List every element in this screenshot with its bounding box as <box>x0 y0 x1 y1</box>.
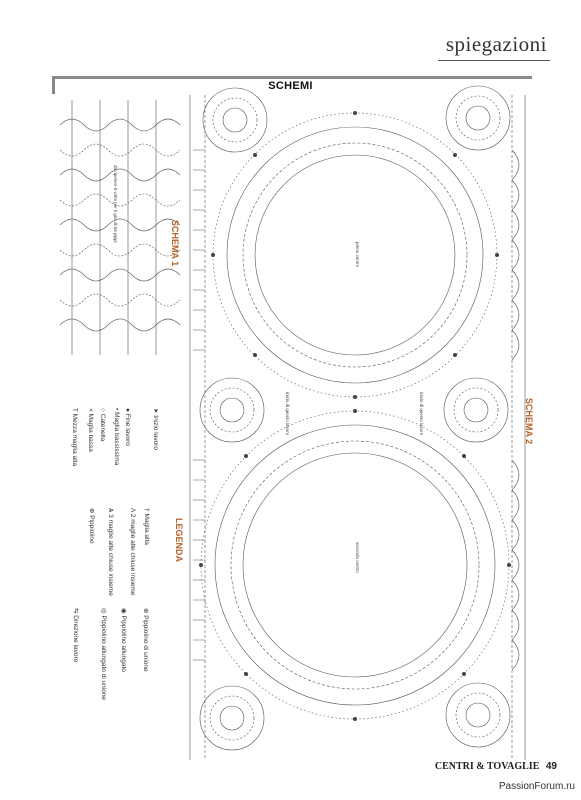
first-centre-label: primo centro <box>355 242 360 268</box>
long-joining-picot-icon: ◎ <box>100 608 107 614</box>
dc2tog-icon: Λ <box>129 508 136 512</box>
section-title: spiegazioni <box>445 32 547 56</box>
legend-title: LEGENDA <box>174 518 184 563</box>
slip-stitch-icon: • <box>113 408 120 411</box>
schema1-label: SCHEMA 1 <box>170 220 180 267</box>
joining-picot-icon: ⊕ <box>142 608 149 614</box>
motif-middle-left <box>199 377 265 443</box>
legend-item: × Maglia bassa <box>87 408 94 452</box>
legend-item: ⊕ Pippiolino <box>88 508 95 544</box>
single-crochet-icon: × <box>87 408 94 412</box>
legend-item: ○ Catenella <box>99 408 106 442</box>
legend-item: • Maglia bassissima <box>113 408 120 466</box>
schema2-label: SCHEMA 2 <box>524 398 534 445</box>
magazine-name: CENTRI & TOVAGLIE <box>434 761 540 772</box>
schemes-title: SCHEMI <box>268 80 313 92</box>
repeat-note: da ripetere 8 volte per il giro di 56 pi… <box>113 165 118 243</box>
picot-icon: ⊕ <box>88 508 95 514</box>
motif-top-left <box>202 87 268 153</box>
footer: CENTRI & TOVAGLIE 49 <box>435 761 557 772</box>
chain-icon: ○ <box>99 408 106 412</box>
legend-item: T Mezza maglia alta <box>71 408 78 467</box>
legend-item: Λ 2 maglie alte chiuse insieme <box>129 508 136 596</box>
picot-dots <box>199 111 511 721</box>
watermark: PassionForum.ru <box>498 781 575 792</box>
frame-left-rule <box>52 76 55 94</box>
double-crochet-icon: † <box>143 508 150 512</box>
legend-item: ◉ Pippiolino allungato <box>120 608 127 672</box>
start-arrow-icon: ➤ <box>152 408 159 414</box>
page-number: 49 <box>545 761 557 772</box>
end-dot-icon: ● <box>124 408 131 412</box>
header-rule <box>438 60 550 61</box>
motif-middle-right <box>443 377 509 443</box>
legend-item: ● Fine lavoro <box>124 408 131 446</box>
start-note-left: inizio di questo lavoro <box>285 392 290 436</box>
start-note-right: inizio di questo lavoro <box>419 392 424 436</box>
legend-item: ⇆ Direzione lavoro <box>72 608 79 663</box>
half-double-icon: T <box>71 408 78 412</box>
dc3tog-icon: Ѧ <box>107 508 114 513</box>
motif-bottom-left <box>199 685 265 751</box>
legend-item: Ѧ 3 maglie alte chiuse insieme <box>107 508 114 596</box>
motif-bottom-right <box>445 682 511 748</box>
legend-item: ➤ Inizio lavoro <box>152 408 159 450</box>
second-centre-label: secondo centro <box>355 542 360 573</box>
direction-arrows-icon: ⇆ <box>72 608 79 614</box>
frame-top-rule <box>52 76 532 79</box>
motif-top-right <box>445 85 511 151</box>
legend-item: ◎ Pippiolino allungato di unione <box>100 608 107 701</box>
legend-item: ⊕ Pippiolino di unione <box>142 608 149 672</box>
schema1-strip <box>59 100 181 355</box>
legend-item: † Maglia alta <box>143 508 150 545</box>
long-picot-icon: ◉ <box>120 608 127 614</box>
